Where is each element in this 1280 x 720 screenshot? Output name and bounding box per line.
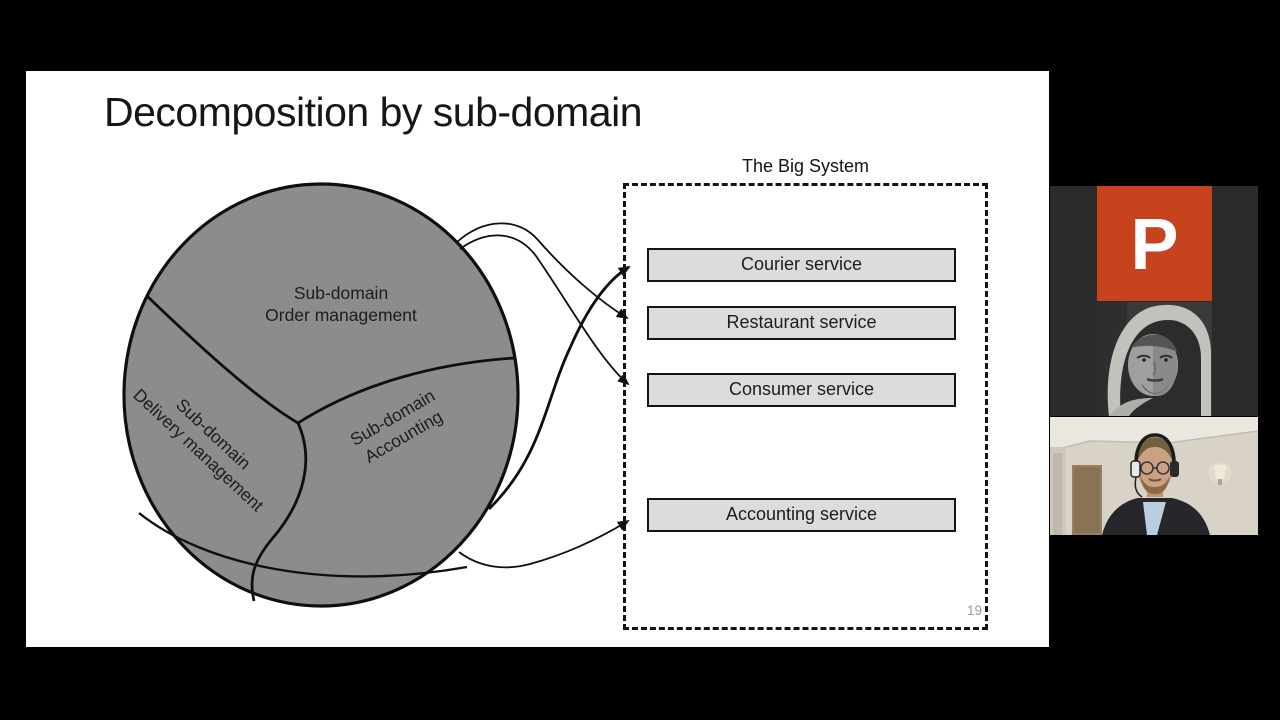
slide-page-number: 19: [966, 603, 982, 618]
webcam-color-illustration: [1050, 417, 1258, 535]
big-system-label: The Big System: [741, 156, 870, 176]
region-order-line2: Order management: [265, 305, 417, 325]
arrow-to-restaurant-service: [456, 222, 629, 320]
service-box-restaurant: Restaurant service: [647, 306, 956, 340]
big-system-boundary: [623, 183, 988, 630]
region-order-line1: Sub-domain: [293, 283, 389, 303]
participant-video-color-headphones[interactable]: [1050, 417, 1258, 535]
participant-video-grayscale-hoodie[interactable]: [1097, 302, 1212, 416]
divider-order-delivery: [146, 294, 299, 425]
subdomain-diagram: [122, 182, 631, 608]
powerpoint-share-tile[interactable]: P: [1097, 186, 1212, 301]
slide-title: Decomposition by sub-domain: [104, 89, 643, 135]
service-box-accounting: Accounting service: [647, 498, 956, 532]
service-box-consumer: Consumer service: [647, 373, 956, 407]
arrow-to-consumer-service: [459, 234, 630, 386]
powerpoint-icon: P: [1130, 205, 1179, 285]
webcam-grayscale-illustration: [1097, 302, 1212, 416]
circle-overlap-stroke: [138, 512, 468, 578]
service-box-courier: Courier service: [647, 248, 956, 282]
arrow-to-accounting-service: [458, 519, 630, 569]
domain-circle-shape: [122, 182, 520, 608]
region-label-order-management: Sub-domain Order management: [191, 282, 491, 326]
divider-order-accounting: [297, 356, 515, 425]
divider-delivery-accounting: [250, 422, 308, 602]
arrow-to-courier-service: [488, 265, 631, 510]
presentation-slide: Decomposition by sub-domain S: [26, 71, 1049, 647]
